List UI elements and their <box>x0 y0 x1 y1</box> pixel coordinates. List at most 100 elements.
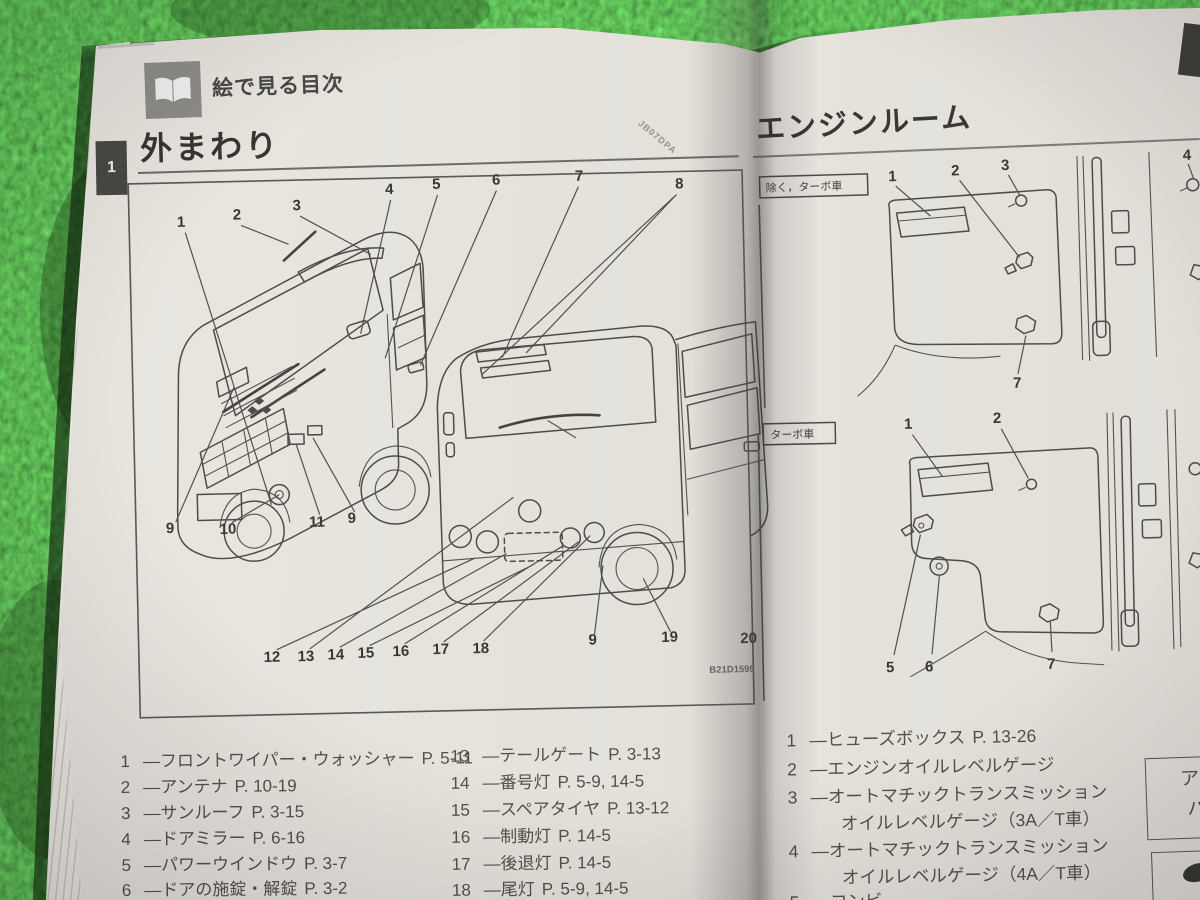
callout-number: 7 <box>575 168 584 185</box>
callout-number: 13 <box>297 648 314 665</box>
callout-number: 1 <box>904 416 913 433</box>
bolt <box>1188 462 1200 476</box>
turbo-bracket <box>900 513 934 537</box>
bolt <box>1014 194 1028 207</box>
chapter-header-label: 絵で見る目次 <box>211 72 345 101</box>
clip <box>1014 314 1037 335</box>
callout-number: 15 <box>357 644 374 661</box>
mitsubishi-logo <box>247 397 272 415</box>
callout-number: 17 <box>432 641 449 658</box>
variant-label-box <box>762 421 837 446</box>
front-wheel <box>223 500 285 562</box>
callout-number: 7 <box>1047 656 1056 673</box>
callout-number: 3 <box>292 197 301 214</box>
variant-label: ターボ車 <box>770 427 814 442</box>
left-page-title: 外まわり <box>139 127 281 167</box>
door-handle <box>407 361 425 374</box>
oil-level-gauge-grip <box>1004 251 1034 275</box>
bolt <box>1025 478 1038 490</box>
tailgate-emblem <box>517 499 542 523</box>
callout-number: 2 <box>233 206 242 223</box>
callout-number: 8 <box>675 175 684 192</box>
figure-code: B21D1599 <box>709 664 755 676</box>
callout-number: 11 <box>309 514 325 531</box>
callout-number: 12 <box>263 649 280 666</box>
fog-lamp <box>268 483 291 506</box>
side-windows <box>389 262 427 371</box>
open-book-icon <box>144 61 202 119</box>
wiper-linkage <box>1120 415 1136 627</box>
callout-number: 9 <box>166 520 175 537</box>
dark-shape <box>1180 859 1200 886</box>
oil-filler-cap <box>929 556 949 576</box>
callout-number: 4 <box>1183 147 1192 164</box>
license-plate <box>196 492 243 522</box>
van-front-view <box>176 230 432 562</box>
tail-lamp <box>448 524 473 549</box>
callout-number: 9 <box>588 631 597 648</box>
section-tab-number: 1 <box>106 158 117 177</box>
engine-room-diagram-turbo: ターボ車 1 2 5 6 7 <box>757 409 1200 701</box>
roof-spoiler-vents <box>475 343 552 379</box>
callout-number: 2 <box>951 162 960 179</box>
rear-wheel <box>600 531 674 606</box>
rear-wheel <box>360 455 430 525</box>
list-item: 5—コンビ <box>775 888 882 900</box>
callout-number: 9 <box>347 510 356 527</box>
callout-leader-lines <box>895 163 1195 374</box>
exterior-diagram: 1 2 3 4 5 6 7 8 9 10 11 9 12 13 14 15 16… <box>127 168 769 719</box>
fuse-box <box>917 462 994 498</box>
callout-number: 10 <box>220 521 237 538</box>
callout-number: 14 <box>327 646 345 663</box>
callout-leader-lines <box>175 186 677 651</box>
callout-number: 6 <box>925 658 934 675</box>
note-box-partial: ア パ <box>1144 755 1200 841</box>
grille <box>220 365 298 429</box>
engine-room-diagram-non-turbo: 除く，ターボ車 1 2 3 4 7 <box>758 147 1200 408</box>
figure-box-partial <box>1150 849 1200 900</box>
callout-leader-lines <box>893 428 1053 656</box>
callout-number: 1 <box>888 168 897 185</box>
variant-label: 除く，ターボ車 <box>765 179 842 195</box>
side-marker <box>306 424 323 436</box>
callout-number: 5 <box>432 176 441 193</box>
callout-number: 5 <box>886 659 895 676</box>
antenna <box>282 230 317 262</box>
callout-number: 2 <box>993 410 1002 427</box>
reverse-lamp <box>583 521 605 544</box>
variant-label-box <box>758 173 869 199</box>
headlight <box>215 366 250 398</box>
clip <box>1038 603 1060 623</box>
wiper-linkage <box>1091 156 1107 339</box>
rear-wiper <box>498 413 601 429</box>
bolt <box>1186 178 1200 192</box>
callout-number: 7 <box>1013 375 1022 392</box>
license-plate-area <box>503 531 564 563</box>
fuse-box <box>895 206 970 238</box>
section-index-tab: 1 <box>95 140 128 196</box>
tail-lamp <box>475 530 500 554</box>
callout-number: 4 <box>385 181 394 198</box>
callout-number: 3 <box>1001 157 1010 174</box>
sunroof <box>297 247 385 283</box>
callout-number: 1 <box>177 214 186 231</box>
callout-number: 16 <box>392 643 409 660</box>
rear-window <box>459 335 657 440</box>
door-mirror <box>346 320 371 340</box>
callout-number: 6 <box>492 172 501 189</box>
callout-number: 18 <box>472 640 489 657</box>
